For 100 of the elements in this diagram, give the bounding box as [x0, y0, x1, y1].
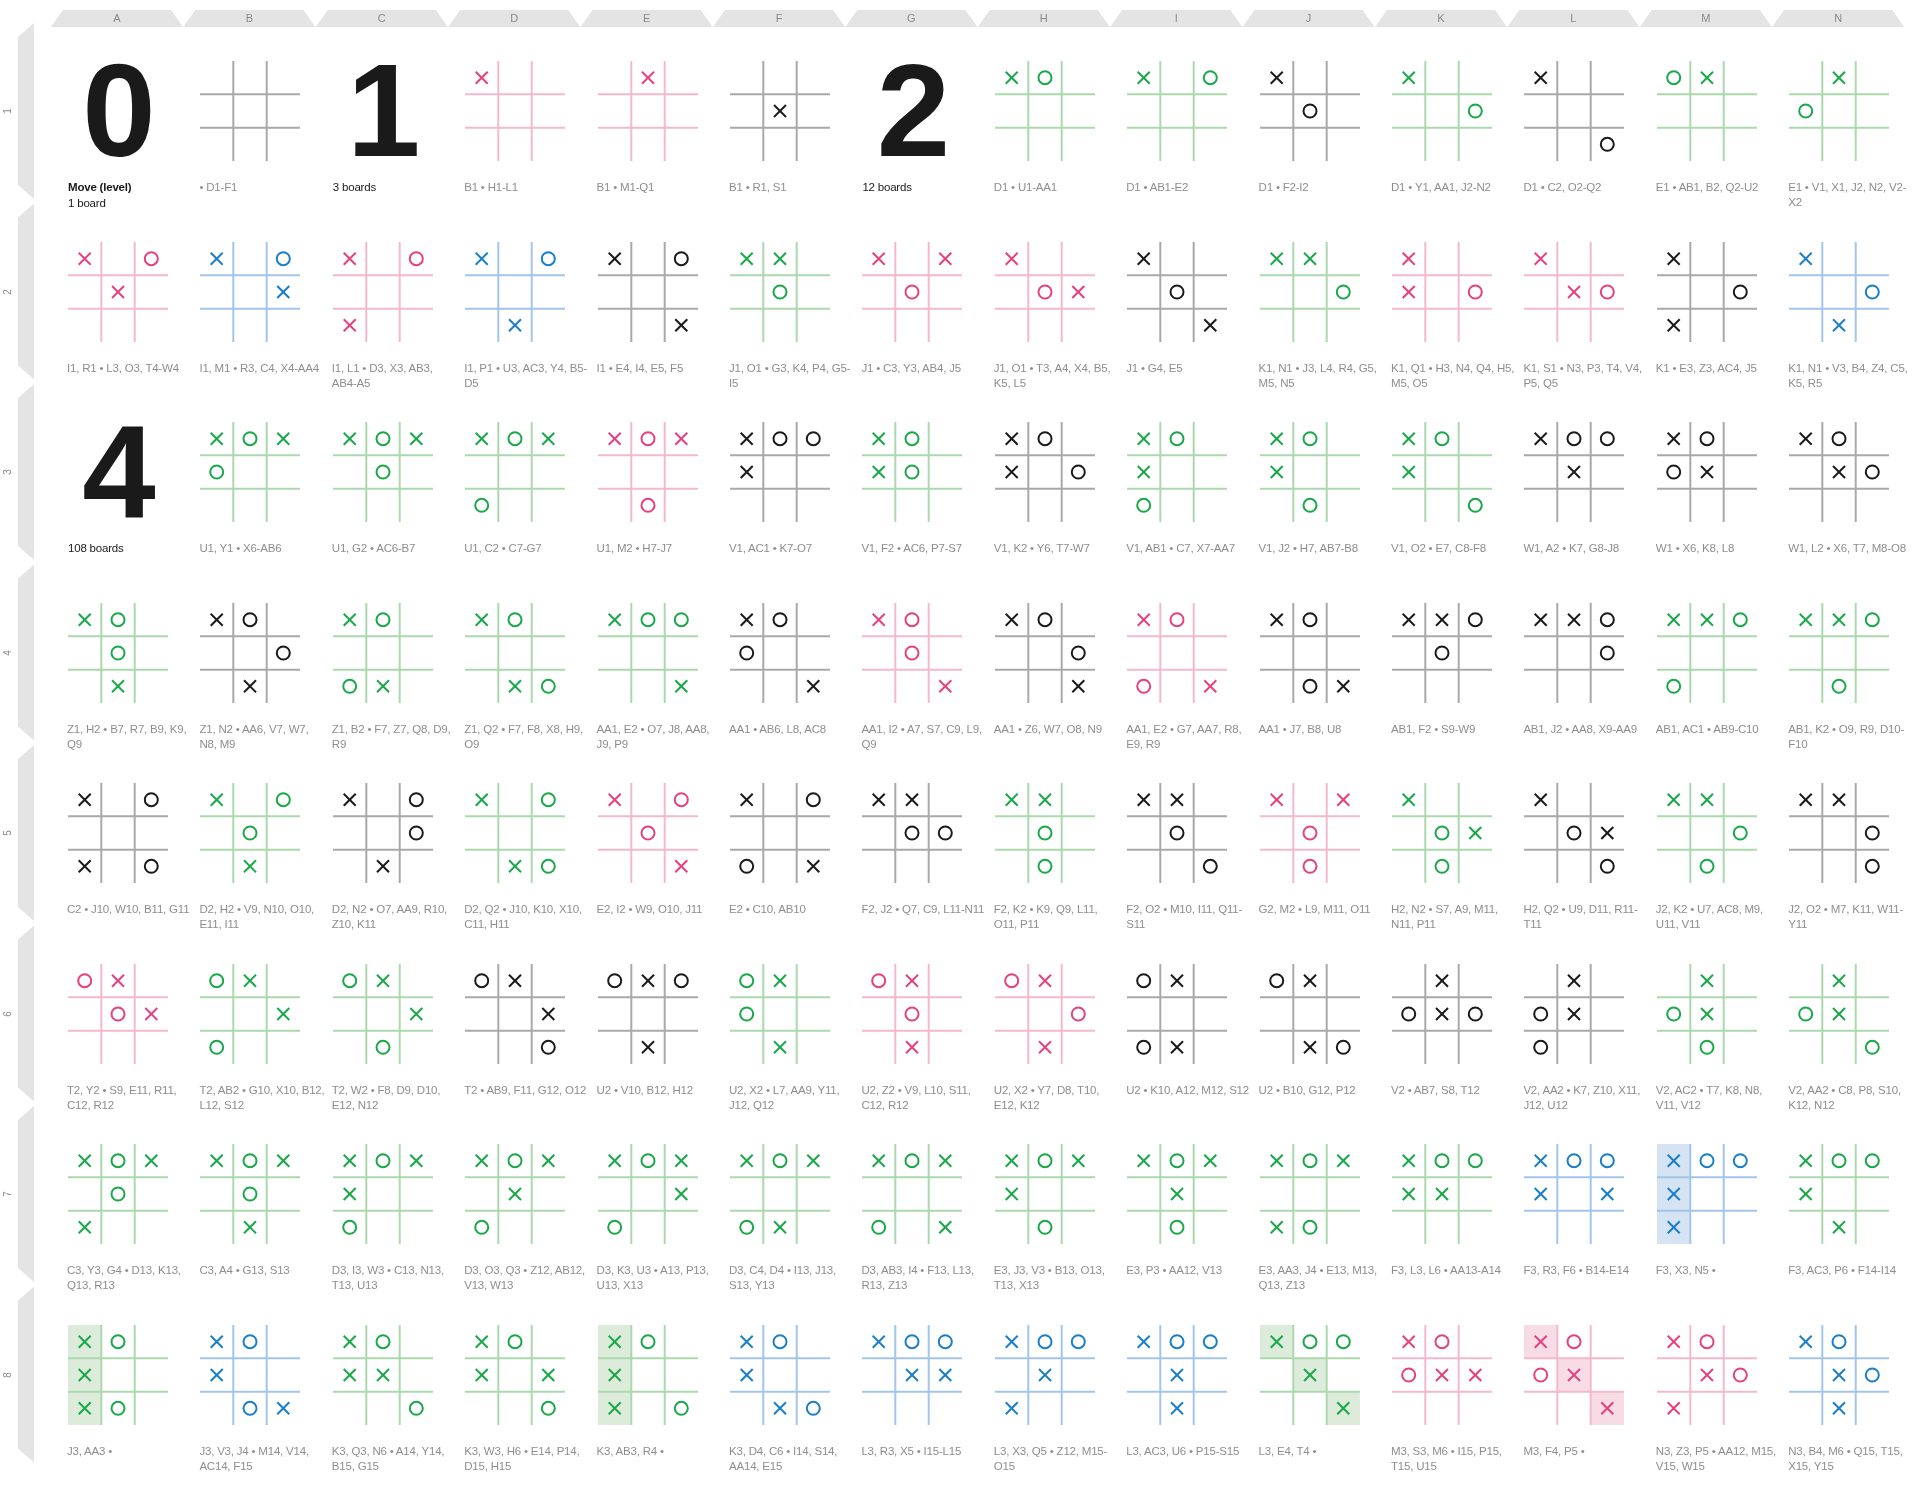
board-caption: W1, L2 • X6, T7, M8-O8 [1788, 541, 1907, 556]
board-caption: K1, Q1 • H3, N4, Q4, H5, M5, O5 [1391, 360, 1516, 391]
row-number: 5 [2, 829, 14, 838]
board-caption: Z1, N2 • AA6, V7, W7, N8, M9 [199, 721, 310, 752]
row-number: 8 [2, 1370, 14, 1380]
row-number: 2 [2, 287, 14, 297]
board-caption: AA1 • AB6, L8, AC8 [729, 721, 827, 737]
row-number: 3 [2, 468, 14, 477]
board-caption: U2 • K10, A12, M12, S12 [1126, 1082, 1250, 1098]
board-caption: K1, S1 • N3, P3, T4, V4, P5, Q5 [1523, 360, 1643, 391]
board-caption: J3, V3, J4 • M14, V14, AC14, F15 [199, 1443, 310, 1474]
board-caption: F3, L3, L6 • AA13-A14 [1391, 1263, 1502, 1278]
board-caption: N3, B4, M6 • Q15, T15, X15, Y15 [1788, 1443, 1904, 1474]
board-caption: N3, Z3, P5 • AA12, M15, V15, W15 [1655, 1443, 1778, 1474]
board-caption: F3, X3, N5 • [1655, 1263, 1717, 1278]
board-caption: J1 • C3, Y3, AB4, J5 [861, 360, 962, 376]
board-caption: U1, Y1 • X6-AB6 [199, 541, 283, 556]
board-caption: K3, W3, H6 • E14, P14, D15, H15 [464, 1443, 581, 1474]
board-caption: I1 • E4, I4, E5, F5 [596, 360, 685, 376]
board-caption: F3, AC3, P6 • F14-I14 [1788, 1263, 1898, 1278]
board-caption: AA1, I2 • A7, S7, C9, L9, Q9 [861, 721, 983, 752]
column-tab: F [713, 10, 845, 27]
board-caption: D3, O3, Q3 • Z12, AB12, V13, W13 [464, 1263, 587, 1293]
board-caption: E3, P3 • AA12, V13 [1126, 1263, 1223, 1278]
move-number: 4 [82, 420, 155, 524]
board-caption: E1 • V1, X1, J2, N2, V2-X2 [1788, 180, 1908, 210]
board-caption: H2, N2 • S7, A9, M11, N11, P11 [1391, 902, 1499, 932]
board-caption: V1, F2 • AC6, P7-S7 [861, 541, 963, 556]
column-tab: C [315, 10, 448, 27]
board-caption: V1, J2 • H7, AB7-B8 [1258, 541, 1359, 556]
board-caption: C3, A4 • G13, S13 [199, 1263, 291, 1278]
board-caption: D1 • F2-I2 [1258, 180, 1310, 195]
board-caption: K1 • E3, Z3, AC4, J5 [1655, 360, 1758, 376]
board-caption: W1, A2 • K7, G8-J8 [1523, 541, 1621, 556]
board-caption: K3, AB3, R4 • [596, 1443, 665, 1459]
board-caption: D3, AB3, I4 • F13, L13, R13, Z13 [861, 1263, 975, 1293]
board-caption: AA1 • J7, B8, U8 [1258, 721, 1343, 737]
board-caption: I1, P1 • U3, AC3, Y4, B5-D5 [464, 360, 588, 391]
board-caption: T2, Y2 • S9, E11, R11, C12, R12 [67, 1082, 178, 1113]
board-caption: AA1, E2 • O7, J8, AA8, J9, P9 [596, 721, 711, 752]
board-caption: J1, O1 • T3, A4, X4, B5, K5, L5 [993, 360, 1112, 391]
board-caption: AA1, E2 • G7, AA7, R8, E9, R9 [1126, 721, 1243, 752]
board-caption: Z1, H2 • B7, R7, B9, K9, Q9 [67, 721, 188, 752]
board-caption: E3, J3, V3 • B13, O13, T13, X13 [993, 1263, 1106, 1293]
board-caption: V2 • AB7, S8, T12 [1391, 1082, 1481, 1098]
board-caption: V1, K2 • Y6, T7-W7 [993, 541, 1091, 556]
board-caption: K3, D4, C6 • I14, S14, AA14, E15 [729, 1443, 839, 1474]
board-caption: L3, AC3, U6 • P15-S15 [1126, 1443, 1241, 1459]
board-caption: C2 • J10, W10, B11, G11 [67, 902, 191, 917]
board-caption: J1, O1 • G3, K4, P4, G5-I5 [729, 360, 852, 391]
board-caption: Z1, Q2 • F7, F8, X8, H9, O9 [464, 721, 584, 752]
board-caption: AB1, K2 • O9, R9, D10-F10 [1788, 721, 1906, 752]
board-caption: H2, Q2 • U9, D11, R11-T11 [1523, 902, 1639, 932]
board-count: 3 boards [332, 180, 377, 195]
board-caption: M3, F4, P5 • [1523, 1443, 1586, 1459]
board-caption: F2, J2 • Q7, C9, L11-N11 [861, 902, 986, 917]
board-caption: L3, X3, Q5 • Z12, M15-O15 [993, 1443, 1109, 1474]
board-caption: AB1, F2 • S9-W9 [1391, 721, 1477, 737]
row-number: 7 [2, 1190, 14, 1199]
board-caption: I1, R1 • L3, O3, T4-W4 [67, 360, 180, 376]
board-caption: U1, M2 • H7-J7 [596, 541, 673, 556]
board-caption: I1, L1 • D3, X3, AB3, AB4-A5 [331, 360, 434, 391]
board-caption: E3, AA3, J4 • E13, M13, Q13, Z13 [1258, 1263, 1378, 1293]
board-caption: V1, AB1 • C7, X7-AA7 [1126, 541, 1236, 556]
row-number: 6 [2, 1009, 14, 1019]
board-count: 12 boards [862, 180, 913, 195]
board-caption: • D1-F1 [199, 180, 239, 195]
board-caption: J1 • G4, E5 [1126, 360, 1184, 376]
column-tab: H [977, 10, 1110, 27]
move-number: 0 [82, 59, 153, 163]
board-caption: B1 • R1, S1 [729, 180, 788, 195]
board-caption: U2 • V10, B12, H12 [596, 1082, 694, 1098]
board-caption: D2, H2 • V9, N10, O10, E11, I11 [199, 902, 316, 932]
board-caption: E2, I2 • W9, O10, J11 [596, 902, 704, 917]
board-count: 108 boards [68, 541, 125, 556]
column-tab: A [51, 10, 183, 27]
board-caption: B1 • H1-L1 [464, 180, 519, 195]
board-caption: D1 • AB1-E2 [1126, 180, 1190, 195]
column-tab: E [580, 10, 713, 27]
column-tab: M [1639, 10, 1772, 27]
column-tab: I [1110, 10, 1243, 27]
board-caption: K3, Q3, N6 • A14, Y14, B15, G15 [331, 1443, 446, 1474]
board-caption: T2, W2 • F8, D9, D10, E12, N12 [331, 1082, 442, 1113]
row-number: 1 [2, 107, 14, 116]
board-caption: G2, M2 • L9, M11, O11 [1258, 902, 1372, 917]
board-caption: I1, M1 • R3, C4, X4-AA4 [199, 360, 320, 376]
move-number: 1 [347, 59, 418, 163]
board-caption: AB1, AC1 • AB9-C10 [1655, 721, 1760, 737]
column-tab: J [1242, 10, 1375, 27]
board-caption: T2, AB2 • G10, X10, B12, L12, S12 [199, 1082, 326, 1113]
board-count: 1 board [68, 196, 107, 211]
legend-heading: Move (level) [68, 180, 133, 195]
board-caption: J3, AA3 • [67, 1443, 114, 1459]
board-caption: D1 • U1-AA1 [993, 180, 1058, 195]
board-caption: U2, X2 • L7, AA9, Y11, J12, Q12 [729, 1082, 841, 1113]
board-caption: M3, S3, M6 • I15, P15, T15, U15 [1391, 1443, 1503, 1474]
board-caption: T2 • AB9, F11, G12, O12 [464, 1082, 588, 1098]
board-caption: U2, X2 • Y7, D8, T10, E12, K12 [993, 1082, 1101, 1113]
board-caption: E2 • C10, AB10 [729, 902, 807, 917]
board-caption: AB1, J2 • AA8, X9-AA9 [1523, 721, 1638, 737]
